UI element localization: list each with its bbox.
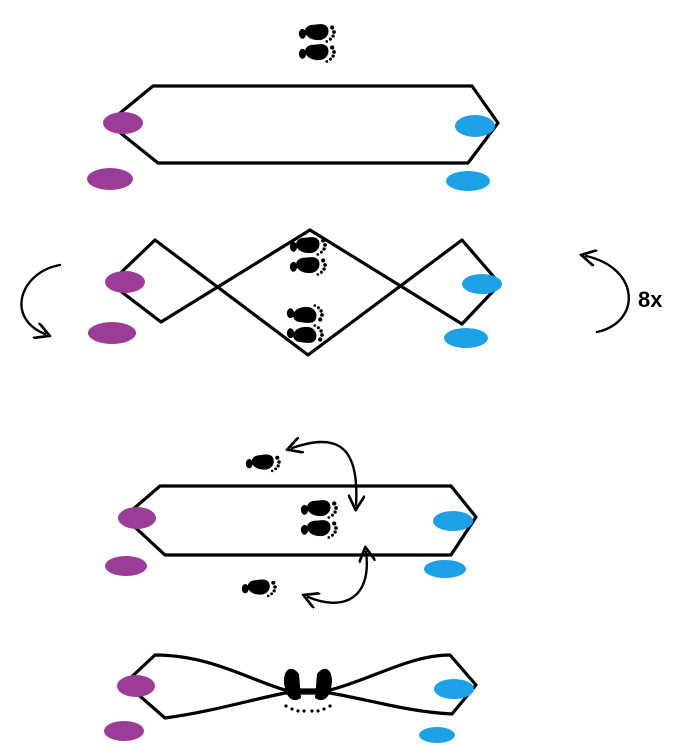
curved-arrow-icon xyxy=(20,263,62,334)
step-1 xyxy=(87,24,500,191)
footprints-icon xyxy=(301,500,338,539)
right-player-dot xyxy=(446,171,490,191)
step-3 xyxy=(105,442,478,603)
right-hand-dot xyxy=(433,511,473,531)
left-player-dot xyxy=(88,322,136,344)
footprints-icon xyxy=(290,237,327,276)
left-player-dot xyxy=(104,721,144,741)
right-player-dot xyxy=(419,727,455,743)
left-hand-dot xyxy=(117,675,155,697)
left-hand-dot xyxy=(118,507,156,529)
rope-loop xyxy=(106,84,500,165)
footprints-icon xyxy=(242,580,277,598)
step-4 xyxy=(104,653,478,743)
footprints-icon xyxy=(287,304,324,343)
right-player-dot xyxy=(424,560,466,578)
right-player-dot xyxy=(444,328,488,348)
right-hand-dot xyxy=(462,274,502,294)
curved-arrow-icon xyxy=(586,256,630,334)
rope-loop xyxy=(122,484,478,557)
footprints-icon xyxy=(246,455,281,473)
hand-icon xyxy=(284,668,332,701)
rope-twisted-loop xyxy=(108,228,502,357)
left-hand-dot xyxy=(103,112,143,134)
footprints-icon xyxy=(299,24,336,63)
left-player-dot xyxy=(87,168,133,190)
right-hand-dot xyxy=(434,679,474,699)
left-player-dot xyxy=(105,556,147,576)
rope-pinched-loop xyxy=(123,653,478,720)
footprints-icon xyxy=(284,704,332,713)
repeat-count-label: 8x xyxy=(638,287,663,312)
right-hand-dot xyxy=(455,115,495,137)
curved-arrow-icon xyxy=(308,552,367,603)
curved-arrow-icon xyxy=(292,442,356,505)
left-hand-dot xyxy=(105,271,145,293)
step-2: 8x xyxy=(20,228,663,357)
